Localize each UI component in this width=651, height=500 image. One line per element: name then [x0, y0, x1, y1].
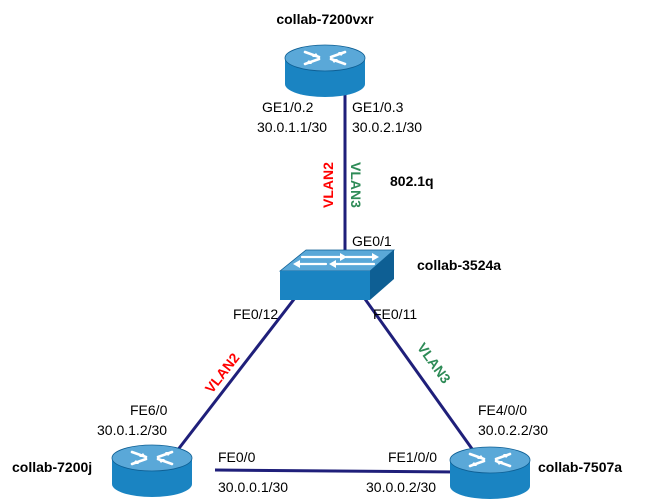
trunk-vlan3-label: VLAN3: [348, 162, 364, 208]
switch-right-interface: FE0/11: [373, 306, 417, 322]
router-left[interactable]: collab-7200j: [12, 444, 193, 497]
top-left-ip: 30.0.1.1/30: [257, 119, 327, 135]
right-router-ip: 30.0.2.2/30: [478, 422, 548, 438]
bottom-left-interface: FE0/0: [218, 449, 256, 465]
right-link-vlan-label: VLAN3: [414, 340, 454, 387]
right-router-interface: FE4/0/0: [478, 402, 527, 418]
switch-uplink-interface: GE0/1: [352, 233, 392, 249]
right-link: [353, 284, 482, 461]
router-right[interactable]: collab-7507a: [449, 446, 622, 499]
top-right-interface: GE1/0.3: [352, 99, 404, 115]
bottom-right-interface: FE1/0/0: [388, 449, 437, 465]
switch-name: collab-3524a: [417, 257, 501, 273]
router-top[interactable]: collab-7200vxr: [276, 11, 374, 97]
top-right-ip: 30.0.2.1/30: [352, 119, 422, 135]
router-icon: [111, 444, 193, 497]
router-icon: [449, 446, 531, 499]
trunk-vlan2-label: VLAN2: [320, 162, 336, 208]
switch-left-interface: FE0/12: [233, 306, 278, 322]
router-right-name: collab-7507a: [538, 459, 622, 475]
bottom-link: [214, 468, 459, 474]
router-left-name: collab-7200j: [12, 459, 92, 475]
router-icon: [284, 44, 366, 97]
bottom-left-ip: 30.0.0.1/30: [218, 479, 288, 495]
switch[interactable]: collab-3524a: [278, 249, 501, 300]
top-left-interface: GE1/0.2: [262, 99, 314, 115]
left-router-ip: 30.0.1.2/30: [97, 422, 167, 438]
left-link: [168, 284, 307, 461]
links: [168, 90, 482, 474]
router-top-name: collab-7200vxr: [276, 11, 374, 27]
switch-icon: [278, 249, 396, 300]
bottom-right-ip: 30.0.0.2/30: [366, 479, 436, 495]
left-router-interface: FE6/0: [130, 402, 168, 418]
trunk-protocol-label: 802.1q: [390, 173, 434, 189]
